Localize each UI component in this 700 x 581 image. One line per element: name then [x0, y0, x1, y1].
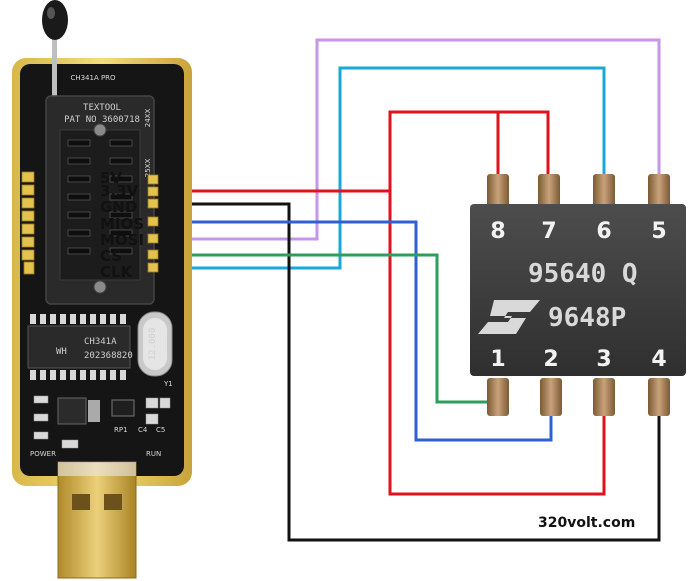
slot-label-25xx: 25XX: [144, 159, 152, 178]
label-c5: C5: [156, 426, 165, 434]
chip-pin-1: 1: [490, 347, 505, 372]
usb-plug-shade: [58, 462, 136, 476]
zif-lever: [52, 30, 57, 110]
chip-leg-2: [540, 378, 562, 416]
pin-label-clk: CLK: [100, 263, 134, 281]
wire-gnd-black: [156, 202, 661, 542]
zif-socket-inner: [59, 129, 141, 281]
regulator-tab: [88, 400, 100, 422]
wire-clk-cyan: [156, 66, 606, 270]
wire-vcc-red-wp: [388, 191, 606, 496]
wires: [156, 38, 661, 542]
zif-screw-bottom: [93, 280, 107, 294]
pin-label-3v3: 3.3V: [100, 182, 139, 200]
chip-pin-4: 4: [651, 347, 666, 372]
chip-leg-5: [648, 174, 670, 210]
label-power: POWER: [30, 450, 56, 458]
label-c4: C4: [138, 426, 148, 434]
chip-part-number: 95640 Q: [528, 259, 638, 289]
smd-pad-row: [30, 314, 126, 380]
pin-label-mosi: MOSI: [100, 231, 144, 249]
chip-leg-6: [593, 174, 615, 210]
st-logo-icon: [478, 300, 540, 334]
crystal-inner: [143, 318, 167, 370]
pin-label-mios: MIOS: [100, 215, 144, 233]
crystal-label: 12.000: [148, 328, 158, 361]
resistor-pack: [111, 399, 135, 417]
pin-label-cs: CS: [100, 247, 122, 265]
usb-chip-label: CH341A: [84, 337, 117, 347]
label-run: RUN: [146, 450, 161, 458]
chip-leg-4: [648, 378, 670, 416]
chip-leg-1: [487, 378, 509, 416]
chip-pin-2: 2: [543, 347, 558, 372]
programmer-pin-labels: 5V 3.3V GND MIOS MOSI CS CLK: [100, 169, 144, 281]
chip-pin-3: 3: [596, 347, 611, 372]
zif-sublabel: PAT NO 3600718: [64, 115, 140, 125]
wire-mosi-violet: [156, 38, 661, 241]
zif-lever-knob: [42, 0, 68, 40]
slot-label-24xx: 24XX: [144, 109, 152, 128]
pin-header-right: [147, 174, 159, 273]
usb-plug-window-2: [104, 494, 122, 510]
pin-header-left: [21, 171, 35, 275]
zif-slots: [67, 139, 133, 255]
label-y1: Y1: [163, 380, 173, 388]
regulator: [57, 397, 87, 425]
chip-body: [470, 204, 686, 376]
wire-vcc-red: [156, 110, 550, 193]
zif-label: TEXTOOL: [83, 103, 121, 113]
credit-text: 320volt.com: [538, 515, 635, 531]
chip-pin-7: 7: [541, 219, 556, 244]
chip-leg-3: [593, 378, 615, 416]
usb-plug: [57, 461, 137, 579]
pin-label-5v: 5V: [100, 169, 122, 187]
pin-label-gnd: GND: [100, 198, 137, 216]
wch-logo: WH: [56, 347, 67, 357]
label-rp1: RP1: [114, 426, 128, 434]
chip-leg-7: [538, 174, 560, 210]
chip-leg-8: [487, 174, 509, 210]
eeprom-chip: 8 7 6 5 1 2 3 4 95640 Q 9648P: [470, 174, 686, 416]
zif-screw-top: [93, 123, 107, 137]
zif-lever-highlight: [47, 7, 55, 19]
chip-pin-6: 6: [596, 219, 611, 244]
chip-pin-5: 5: [651, 219, 666, 244]
chip-date-code: 9648P: [548, 303, 626, 333]
ch341a-programmer: CH341A PRO TEXTOOL PAT NO 3600718 25XX 2…: [12, 0, 192, 579]
usb-plug-window-1: [72, 494, 90, 510]
chip-pin-8: 8: [490, 219, 505, 244]
board-top-label: CH341A PRO: [70, 74, 116, 82]
wire-miso-blue: [156, 220, 553, 442]
usb-chip-code: 202368820: [84, 351, 133, 361]
usb-controller-chip: [27, 325, 131, 369]
smd-parts: [33, 395, 171, 449]
wire-cs-green: [156, 253, 498, 404]
